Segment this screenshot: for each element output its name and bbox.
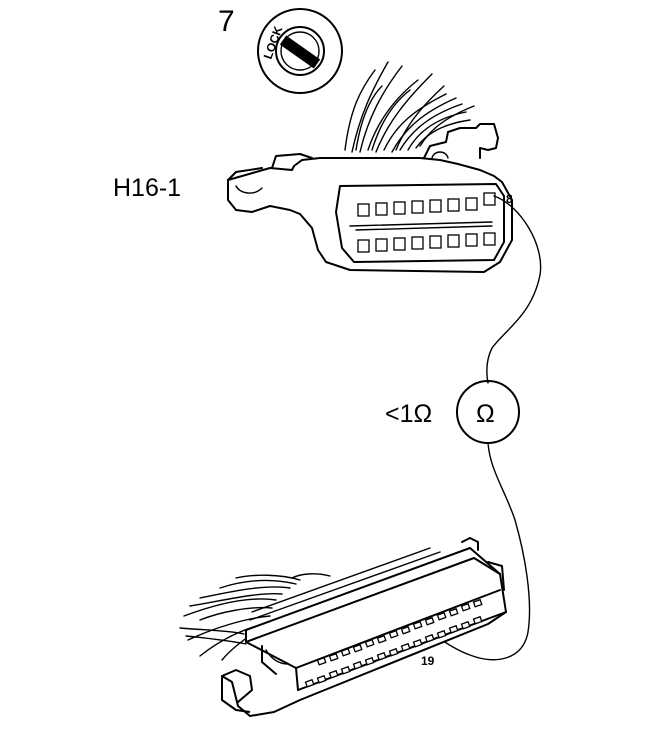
test-lead-upper xyxy=(486,195,542,384)
ohmmeter-symbol: Ω xyxy=(476,400,495,428)
pin-8-label: 8 xyxy=(506,192,513,206)
connector-h16-1-pins-lower xyxy=(357,232,496,253)
resistance-reading: <1Ω xyxy=(385,400,432,428)
connector-bottom-pins-upper xyxy=(316,598,483,666)
bottom-wire-harness xyxy=(179,573,331,661)
connector-h16-1-pin-8 xyxy=(483,192,496,206)
connector-h16-1-pins-upper xyxy=(357,192,496,217)
connector-h16-1-label: H16-1 xyxy=(113,174,181,202)
ignition-key-lock-icon: LOCK xyxy=(257,8,343,94)
pin-19-label: 19 xyxy=(421,654,435,668)
test-lead-lower xyxy=(417,442,531,661)
connector-bottom-pin-19 xyxy=(412,620,423,630)
connector-bottom-pins-lower xyxy=(304,615,483,688)
top-wire-harness xyxy=(344,61,475,153)
ohmmeter-icon: Ω xyxy=(456,380,520,444)
step-number: 7 xyxy=(218,5,235,38)
